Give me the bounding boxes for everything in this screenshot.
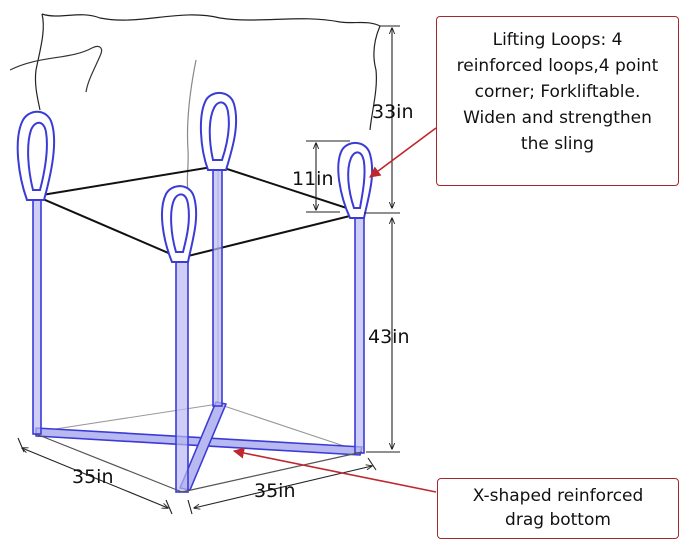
callout-bottom-line: X-shaped reinforced [472,486,644,506]
callout-lifting-loops-line: Widen and strengthen [463,108,652,128]
callout-arrow-bottom [232,447,437,493]
lifting-loop-back-right [199,92,238,171]
lifting-loops [16,92,374,263]
lifting-loop-front-left [161,185,198,263]
callout-bottom-line: drag bottom [505,510,611,530]
lifting-loop-back-left [16,110,56,201]
label-left-width: 35in [72,466,114,488]
label-body-height: 43in [368,326,410,348]
callout-arrow-loops [369,127,437,178]
label-loop-height: 11in [292,168,334,190]
callout-lifting-loops-line: corner; Forkliftable. [474,82,641,102]
top-skirt-sketch [9,13,381,191]
label-front-width: 35in [254,480,296,502]
lifting-loop-front-right [337,142,374,219]
callout-lifting-loops-line: Lifting Loops: 4 [492,30,623,50]
bag-outline-back [35,165,363,453]
label-top-height: 33in [372,101,414,123]
callout-lifting-loops: Lifting Loops: 4 reinforced loops,4 poin… [436,16,679,186]
callout-lifting-loops-line: reinforced loops,4 point [456,56,659,76]
callout-lifting-loops-line: the sling [520,134,595,154]
callout-bottom: X-shaped reinforced drag bottom [437,478,679,539]
dim-left-width [22,448,168,508]
